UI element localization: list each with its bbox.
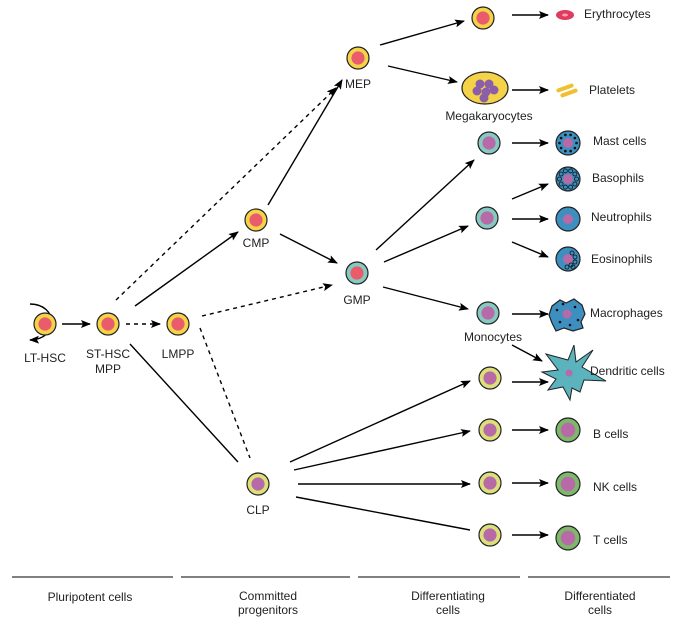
label-gmp: GMP [343,293,370,307]
arrow-sthsc-mep [115,87,337,301]
label-clp: CLP [246,503,269,517]
stage-committed-line2: progenitors [238,603,298,617]
platelets-icon [556,83,578,98]
label-st-hsc: ST-HSC [86,347,130,361]
eosinophil-icon [555,246,581,272]
label-basophils: Basophils [592,171,644,185]
stage-axis: Pluripotent cells Committed progenitors … [12,576,670,617]
arrow-mep-erythroid [379,19,465,46]
lymphoid-progenitor-cell-2 [478,418,502,442]
label-mast-cells: Mast cells [593,134,646,148]
b-cell-icon [555,417,581,443]
arrow-clp-1 [289,380,471,463]
stage-differentiated-line1: Differentiated [564,589,635,603]
arrow-to-eosinophils [511,241,549,258]
cmp-cell [244,208,268,232]
basophil-icon [555,166,581,192]
label-macrophages: Macrophages [590,306,663,320]
lymphoid-progenitor-cell-3 [478,471,502,495]
line-sthsc-clp [129,343,239,463]
stage-pluripotent: Pluripotent cells [48,590,133,604]
monocyte-cell [476,301,500,325]
label-nk-cells: NK cells [593,480,637,494]
label-lmpp: LMPP [162,347,195,361]
arrow-sthsc-cmp [134,231,239,307]
label-mep: MEP [345,77,371,91]
cell-labels: LT-HSC ST-HSC MPP LMPP CMP MEP GMP CLP M… [24,7,665,547]
label-t-cells: T cells [593,533,627,547]
line-lmpp-clp [199,327,251,459]
t-cell-icon [555,525,581,551]
label-b-cells: B cells [593,427,628,441]
neutrophil-icon [555,206,581,232]
nk-cell-icon [555,471,581,497]
macrophage-icon [548,298,586,332]
gmp-cell [345,261,369,285]
label-eosinophils: Eosinophils [591,252,652,266]
arrow-cmp-gmp [279,233,338,264]
stage-differentiating-line1: Differentiating [411,589,485,603]
label-dendritic-cells: Dendritic cells [590,364,665,378]
erythroid-progenitor-cell [471,6,495,30]
arrow-mep-megakaryocyte [387,65,458,84]
granulocyte-progenitor-cell [475,206,499,230]
label-lt-hsc: LT-HSC [24,351,66,365]
arrows [29,11,549,539]
mast-progenitor-cell [477,131,501,155]
label-neutrophils: Neutrophils [591,210,652,224]
clp-cell [246,472,270,496]
lymphoid-progenitor-cell-1 [478,366,502,390]
label-mpp: MPP [95,362,121,376]
label-erythrocytes: Erythrocytes [584,7,651,21]
erythrocyte-icon [556,10,574,20]
stage-differentiated-line2: cells [588,603,612,617]
arrow-gmp-mast [375,159,475,251]
line-clp-4 [295,496,471,531]
st-hsc-cell [96,312,120,336]
arrow-gmp-granulocyte [383,225,469,263]
arrow-to-basophils [511,183,549,200]
label-platelets: Platelets [589,83,635,97]
lmpp-cell [166,312,190,336]
stage-differentiating-line2: cells [436,603,460,617]
arrow-cmp-mep [267,79,343,206]
dendritic-cell-icon [540,344,607,402]
label-megakaryocytes: Megakaryocytes [445,109,532,123]
megakaryocyte-cell [461,71,509,105]
mast-cell-icon [555,130,581,156]
stage-committed-line1: Committed [239,589,297,603]
label-monocytes: Monocytes [464,330,522,344]
arrow-gmp-monocyte [382,286,469,311]
arrow-clp-2 [293,429,471,471]
mep-cell [346,46,370,70]
arrow-monocyte-dendritic [511,344,543,362]
label-cmp: CMP [243,236,270,250]
lt-hsc-cell [33,312,57,336]
lymphoid-progenitor-cell-4 [478,523,502,547]
cells [33,6,607,551]
arrow-lmpp-gmp [201,283,333,317]
